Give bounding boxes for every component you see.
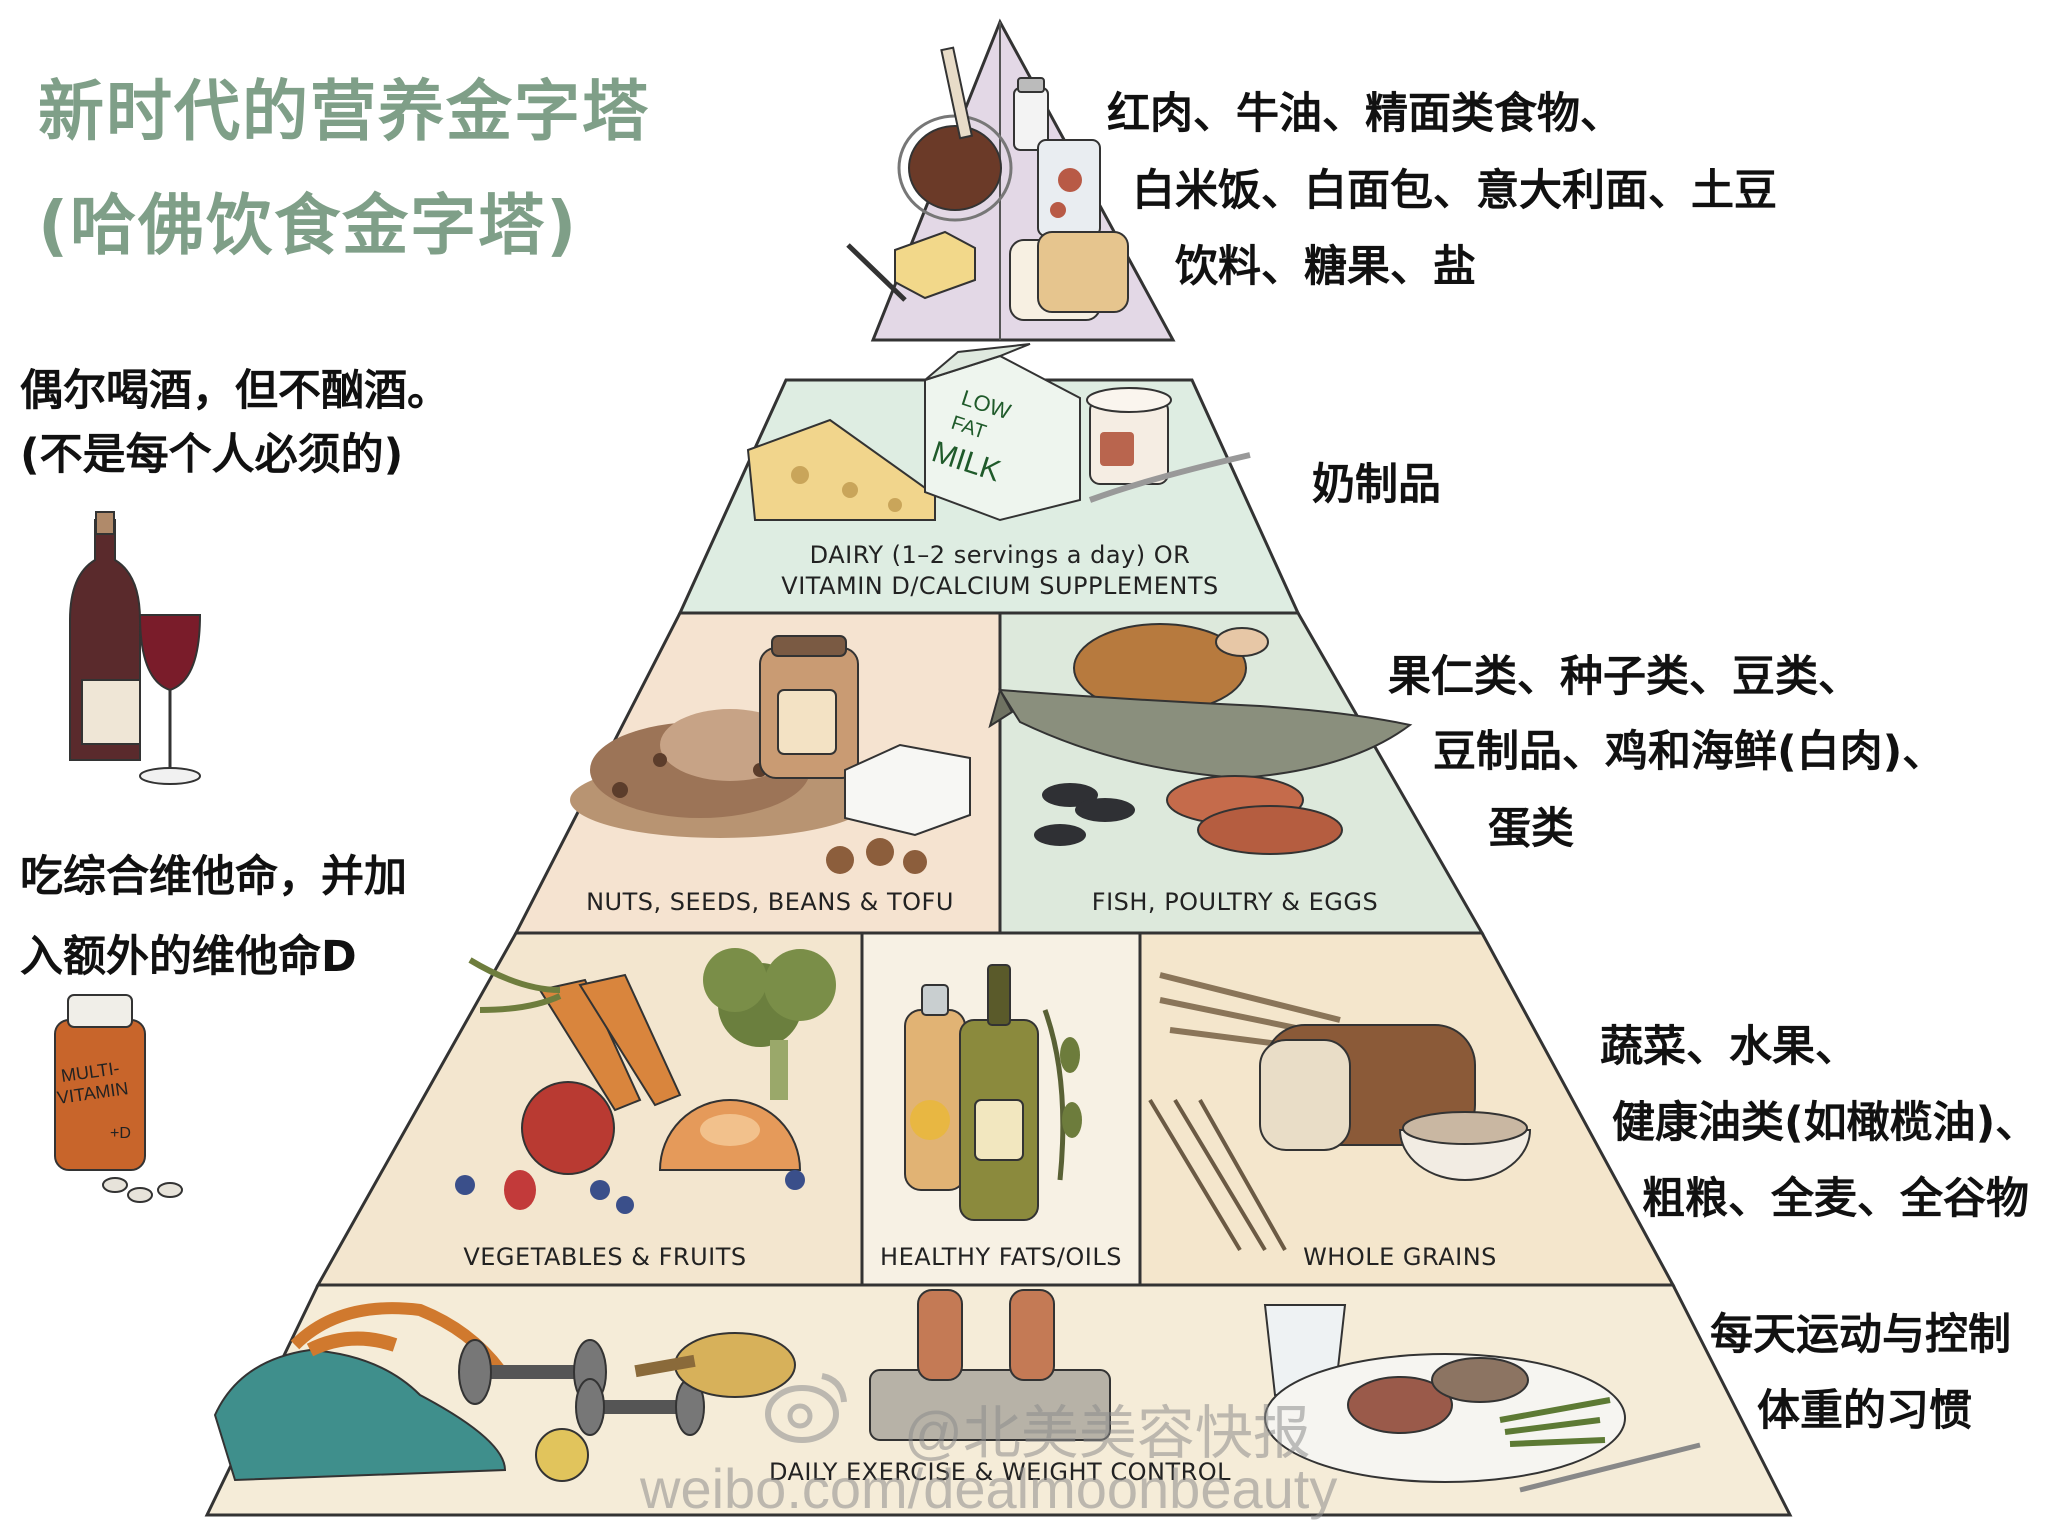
soda-can-illustration (1037, 139, 1101, 237)
melon-illustration (658, 1099, 802, 1171)
protein-note-line-1: 果仁类、种子类、豆类、 (1388, 652, 1861, 702)
vitamin-bottle-illustration: MULTI- VITAMIN +D (54, 994, 183, 1203)
plants-note-line-1: 蔬菜、水果、 (1600, 1022, 1858, 1072)
vitamin-label-plus-d: +D (110, 1125, 131, 1142)
wine-glass-illustration (138, 614, 202, 785)
grain-bowl-illustration (1398, 1111, 1532, 1181)
weibo-logo-icon (760, 1362, 850, 1452)
exercise-caption: DAILY EXERCISE & WEIGHT CONTROL (768, 1458, 1232, 1486)
butter-illustration (846, 230, 976, 302)
dairy-caption: DAIRY (1–2 servings a day) OR VITAMIN D/… (740, 540, 1260, 602)
oils-caption: HEALTHY FATS/OILS (880, 1243, 1122, 1271)
berries-illustration (455, 1170, 805, 1214)
dairy-caption-line-1: DAIRY (1–2 servings a day) OR (809, 541, 1191, 569)
protein-note-line-2: 豆制品、鸡和海鲜(白肉)、 (1433, 727, 1946, 777)
alcohol-note: 偶尔喝酒，但不酗酒。 (不是每个人必须的) (20, 362, 450, 484)
dairy-note: 奶制品 (1312, 460, 1441, 510)
mussels-illustration (1034, 783, 1135, 846)
plants-note-line-2: 健康油类(如橄榄油)、 (1612, 1098, 2039, 1148)
wholegrain-bread-illustration (1259, 1024, 1476, 1151)
ping-pong-paddle-illustration (634, 1332, 796, 1398)
wine-bottle-illustration (69, 511, 141, 761)
watermark-handle: @北美美容快报 (904, 1401, 1311, 1466)
exercise-note-line-2: 体重的习惯 (1757, 1386, 1972, 1436)
white-bread-illustration (1009, 231, 1129, 321)
title-line-1: 新时代的营养金字塔 (38, 73, 650, 150)
alcohol-note-line-2: (不是每个人必须的) (20, 430, 404, 480)
top-note-line-1: 红肉、牛油、精面类食物、 (1107, 89, 1623, 139)
scale-feet-illustration (869, 1289, 1111, 1441)
nuts-caption: NUTS, SEEDS, BEANS & TOFU (586, 888, 954, 916)
fish-fillets-illustration (1166, 775, 1343, 855)
vitamin-note: 吃综合维他命，并加 入额外的维他命D (20, 848, 407, 986)
cheese-illustration (746, 418, 936, 521)
yogurt-cup-illustration (1086, 387, 1251, 503)
protein-note-line-3: 蛋类 (1488, 804, 1574, 854)
peanut-butter-jar-illustration (759, 635, 859, 779)
fish-caption: FISH, POULTRY & EGGS (1091, 888, 1379, 916)
milk-carton-illustration: LOW FAT MILK (924, 343, 1081, 522)
apple-illustration (521, 1081, 615, 1175)
oil-bottles-illustration (904, 964, 1082, 1221)
plants-note-line-3: 粗粮、全麦、全谷物 (1642, 1174, 2029, 1224)
broccoli-illustration (703, 948, 836, 1100)
dinner-plate-illustration (1264, 1353, 1701, 1493)
salmon-illustration (988, 687, 1413, 780)
watermark-url: weibo.com/dealmoonbeauty (640, 1457, 1338, 1520)
top-note-line-3: 饮料、糖果、盐 (1175, 242, 1476, 292)
exercise-note-line-1: 每天运动与控制 (1710, 1310, 2011, 1360)
red-meat-illustration (897, 46, 1013, 222)
top-note-line-2: 白米饭、白面包、意大利面、土豆 (1132, 166, 1777, 216)
dumbbells-illustration (458, 1339, 705, 1436)
salt-shaker-illustration (1013, 77, 1049, 151)
tofu-illustration (844, 743, 971, 837)
vegetables-caption: VEGETABLES & FRUITS (463, 1243, 747, 1271)
grains-caption: WHOLE GRAINS (1303, 1243, 1497, 1271)
carrots-illustration (468, 957, 682, 1112)
vitamin-note-line-2: 入额外的维他命D (20, 932, 357, 982)
vitamin-note-line-1: 吃综合维他命，并加 (20, 852, 407, 902)
tennis-ball-illustration (535, 1428, 589, 1482)
dairy-caption-line-2: VITAMIN D/CALCIUM SUPPLEMENTS (781, 572, 1219, 600)
title-line-2: (哈佛饮食金字塔) (38, 187, 579, 264)
alcohol-note-line-1: 偶尔喝酒，但不酗酒。 (20, 366, 450, 416)
